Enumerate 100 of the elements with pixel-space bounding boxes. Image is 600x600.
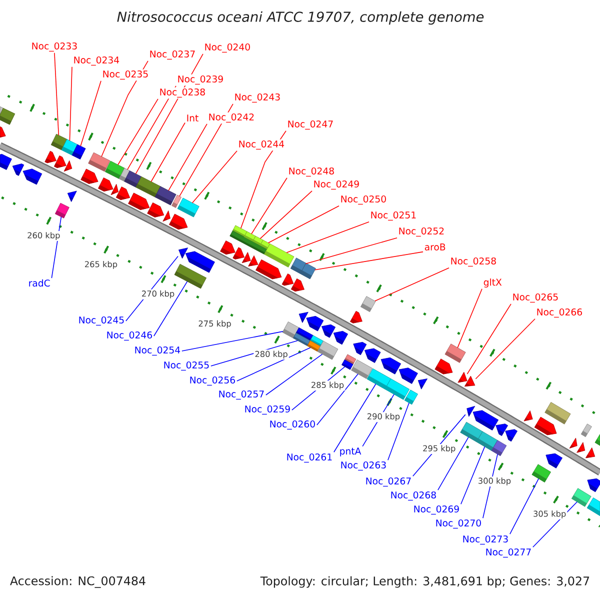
gene-label: Noc_0237: [148, 49, 197, 61]
gene-box: [293, 332, 310, 346]
gene-label: Noc_0251: [369, 210, 418, 222]
scale-label: 275 kbp: [197, 319, 232, 330]
gene-label: Noc_0259: [243, 404, 292, 416]
gene-feature: [418, 378, 428, 390]
leader-line: [192, 150, 238, 204]
gene-label: Noc_0238: [158, 87, 207, 99]
gene-feature: [110, 184, 118, 196]
gene-label: Noc_0270: [434, 518, 483, 530]
leader-line: [182, 331, 284, 352]
gene-label: Noc_0240: [203, 42, 252, 54]
footer-text: Accession: NC_007484: [10, 576, 146, 588]
gene-feature: [22, 168, 42, 185]
gene-label: Noc_0267: [364, 476, 413, 488]
leader-line: [80, 80, 102, 146]
gene-label: Noc_0250: [339, 194, 388, 206]
gene-feature: [147, 202, 164, 218]
leader-line: [438, 436, 469, 490]
gene-feature: [505, 429, 518, 442]
gene-box: [444, 344, 466, 363]
gene-feature: [162, 210, 170, 222]
leader-line: [316, 374, 358, 426]
gene-label: Noc_0277: [484, 547, 533, 559]
gene-feature: [472, 410, 499, 430]
leader-line: [510, 478, 539, 534]
gene-box: [174, 264, 207, 289]
scale-label: 260 kbp: [26, 231, 62, 242]
gene-label: Noc_0261: [285, 452, 334, 464]
title: Nitrosococcus oceani ATCC 19707, complete genome: [117, 11, 484, 25]
gene-feature: [434, 358, 453, 374]
gene-feature: [44, 150, 56, 164]
gene-feature: [306, 316, 324, 332]
gene-feature: [298, 312, 308, 323]
gene-feature: [12, 164, 24, 176]
leader-line: [54, 52, 60, 136]
gene-label: Noc_0243: [233, 92, 282, 104]
gene-feature: [576, 442, 586, 453]
scale-label: 270 kbp: [140, 289, 176, 300]
gene-label: Noc_0239: [176, 74, 225, 86]
gene-label: Noc_0249: [312, 179, 361, 191]
gene-label: Noc_0254: [133, 345, 182, 357]
gene-feature: [67, 190, 77, 202]
gene-label: Noc_0266: [535, 307, 584, 319]
gene-feature: [534, 416, 557, 436]
leader-line: [457, 288, 482, 348]
gene-box: [360, 296, 376, 312]
leader-line: [466, 304, 512, 374]
gene-label: Noc_0255: [162, 360, 211, 372]
gene-feature: [256, 259, 282, 280]
leader-line: [236, 347, 311, 382]
gene-feature: [54, 155, 66, 168]
gene-label: Noc_0235: [101, 69, 150, 81]
gene-feature: [466, 406, 476, 417]
gene-feature: [242, 252, 251, 264]
gene-feature: [178, 248, 188, 259]
gene-box: [580, 424, 592, 438]
gene-box: [54, 202, 70, 218]
gene-label: Noc_0242: [207, 112, 256, 124]
leader-line: [101, 60, 148, 157]
scale-label: 280 kbp: [254, 350, 289, 360]
gene-feature: [248, 255, 258, 266]
leader-line: [334, 384, 376, 452]
gene-feature: [569, 438, 578, 448]
gene-feature: [585, 447, 596, 458]
gene-box: [154, 186, 176, 206]
leader-line: [475, 318, 536, 380]
gene-feature: [128, 192, 150, 210]
leader-line: [179, 104, 234, 197]
scale-label: 300 kbp: [476, 476, 512, 486]
gene-box: [544, 402, 571, 424]
scale-label: 285 kbp: [310, 380, 346, 391]
gene-feature: [458, 372, 468, 383]
gene-feature: [64, 160, 72, 172]
gene-feature: [380, 357, 402, 374]
gene-label: Noc_0233: [30, 41, 79, 53]
gene-feature: [322, 324, 336, 338]
gene-label: Noc_0248: [287, 166, 336, 178]
gene-box: [491, 440, 507, 456]
gene-label: Noc_0245: [77, 315, 126, 327]
scale-label: 305 kbp: [532, 509, 568, 520]
gene-label: Noc_0244: [237, 139, 286, 151]
gene-feature: [353, 342, 367, 356]
gene-box: [571, 488, 592, 507]
leader-line: [305, 238, 398, 264]
gene-feature: [587, 478, 600, 492]
gene-label: Noc_0268: [389, 490, 438, 502]
gene-label: Noc_0246: [105, 330, 154, 342]
gene-label: Noc_0265: [511, 292, 560, 304]
leader-line: [251, 178, 288, 234]
leader-line: [374, 268, 450, 302]
gene-box: [532, 464, 551, 482]
gene-box: [342, 359, 354, 370]
gene-feature: [0, 126, 6, 138]
scale-label: 265 kbp: [83, 260, 119, 270]
gene-box: [72, 144, 86, 160]
footer-text: Topology: circular; Length: 3,481,691 bp; Genes: 3,027: [260, 576, 590, 588]
leader-line: [69, 66, 72, 142]
gene-label: Noc_0269: [412, 504, 461, 516]
gene-label: Noc_0252: [397, 226, 446, 238]
